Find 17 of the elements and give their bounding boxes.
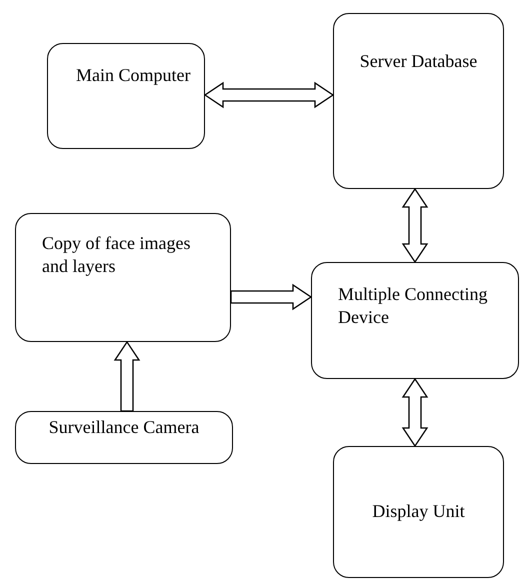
block-arrow: [204, 82, 334, 108]
box-label: Surveillance Camera: [48, 416, 200, 439]
box-label: Multiple Connecting Device: [338, 283, 488, 330]
process-box: [311, 262, 519, 379]
box-label: Copy of face images and layers: [42, 232, 192, 278]
process-box: [333, 446, 504, 578]
process-box: [15, 411, 233, 464]
box-label: Server Database: [360, 50, 478, 73]
block-arrow: [402, 188, 428, 264]
process-box: [15, 213, 231, 342]
process-box: [333, 13, 504, 189]
block-arrow: [230, 284, 312, 310]
block-arrow: [402, 378, 428, 448]
box-label: Main Computer: [76, 64, 190, 87]
block-arrow: [114, 340, 140, 412]
box-label: Display Unit: [372, 500, 465, 524]
process-box: [47, 43, 205, 149]
